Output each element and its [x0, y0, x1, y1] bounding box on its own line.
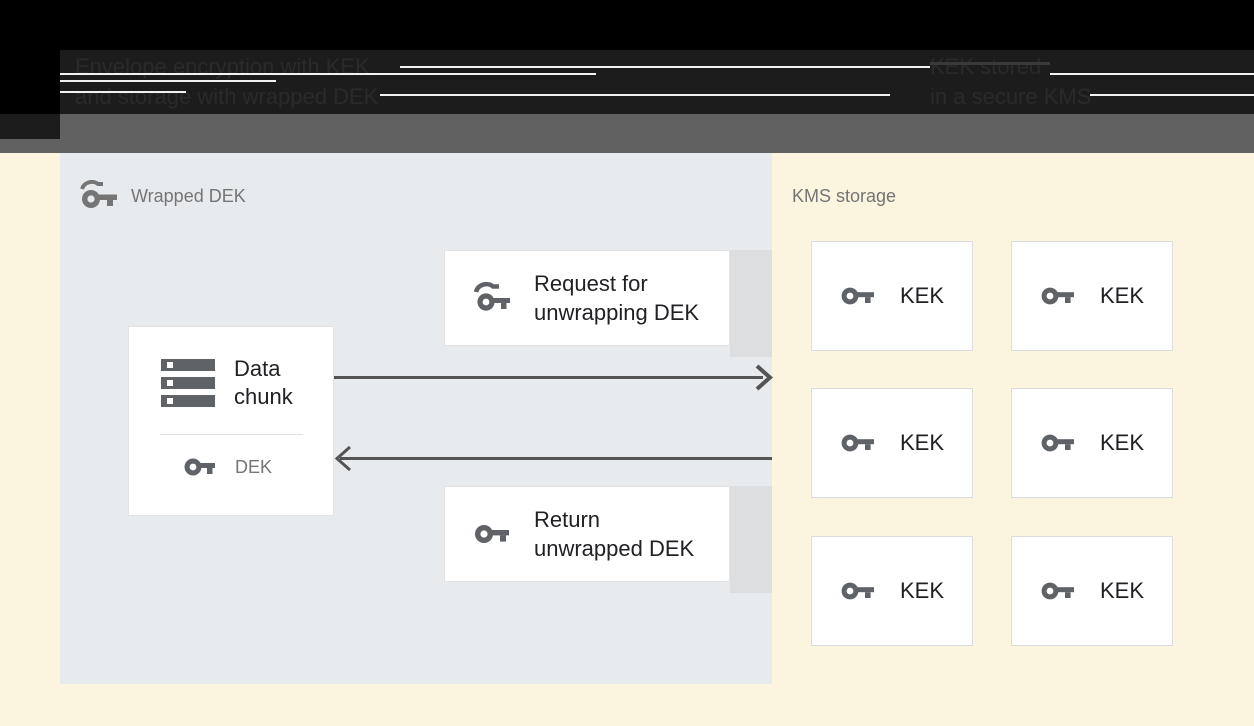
data-chunk-card[interactable]: Data chunk DEK	[128, 326, 334, 516]
request-message-label: Request for unwrapping DEK	[534, 271, 700, 325]
dek-row: DEK	[129, 435, 333, 478]
data-chunk-row: Data chunk	[129, 327, 333, 411]
kek-box[interactable]: KEK	[811, 241, 973, 351]
scan-line-7	[1090, 94, 1254, 96]
wrapped-key-icon	[79, 180, 119, 212]
return-arrowhead	[334, 445, 351, 472]
card-divider	[160, 434, 303, 435]
kek-label: KEK	[1099, 578, 1145, 603]
request-message-card[interactable]: Request for unwrapping DEK	[444, 250, 730, 346]
kek-box[interactable]: KEK	[1011, 388, 1173, 498]
key-icon	[1040, 579, 1078, 603]
kek-label: KEK	[899, 283, 945, 308]
scan-line-4	[1050, 73, 1254, 75]
request-arrowhead	[755, 364, 774, 391]
return-card-shadow	[730, 486, 772, 593]
kek-box[interactable]: KEK	[811, 536, 973, 646]
top-black-bar	[0, 0, 1254, 50]
kek-label: KEK	[1099, 283, 1145, 308]
scan-line-5	[0, 91, 186, 93]
kek-box[interactable]: KEK	[1011, 241, 1173, 351]
title-right: KEK stored in a secure KMS	[930, 54, 1092, 109]
key-icon	[840, 431, 878, 455]
return-arrow	[340, 457, 772, 460]
key-icon	[840, 579, 878, 603]
return-message-card[interactable]: Return unwrapped DEK	[444, 486, 730, 582]
key-icon	[184, 456, 216, 478]
key-icon	[840, 284, 878, 308]
kek-label: KEK	[1099, 430, 1145, 455]
scan-line-8	[930, 62, 1050, 65]
dek-label: DEK	[235, 456, 273, 477]
left-black-sliver	[0, 50, 60, 114]
title-band: Envelope encryption with KEK and storage…	[0, 50, 1254, 114]
wrapped-key-icon	[473, 281, 513, 315]
kek-label: KEK	[899, 578, 945, 603]
scan-line-2	[0, 80, 276, 82]
key-icon	[473, 521, 513, 547]
request-card-shadow	[730, 250, 772, 357]
scan-line-1	[0, 73, 596, 75]
scan-line-6	[380, 94, 890, 96]
grey-band-notch	[0, 114, 60, 139]
return-message-label: Return unwrapped DEK	[534, 507, 695, 561]
key-icon	[1040, 284, 1078, 308]
kms-storage-label: KMS storage	[792, 186, 897, 206]
stacked-disks-icon	[161, 359, 215, 407]
wrapped-dek-label: Wrapped DEK	[131, 186, 246, 206]
scan-line-3	[400, 66, 930, 68]
grey-band	[0, 114, 1254, 153]
request-arrow	[333, 376, 763, 379]
title-left: Envelope encryption with KEK and storage…	[75, 54, 379, 109]
key-icon	[1040, 431, 1078, 455]
data-chunk-title: Data chunk	[234, 356, 293, 409]
kek-box[interactable]: KEK	[1011, 536, 1173, 646]
kek-box[interactable]: KEK	[811, 388, 973, 498]
kek-label: KEK	[899, 430, 945, 455]
